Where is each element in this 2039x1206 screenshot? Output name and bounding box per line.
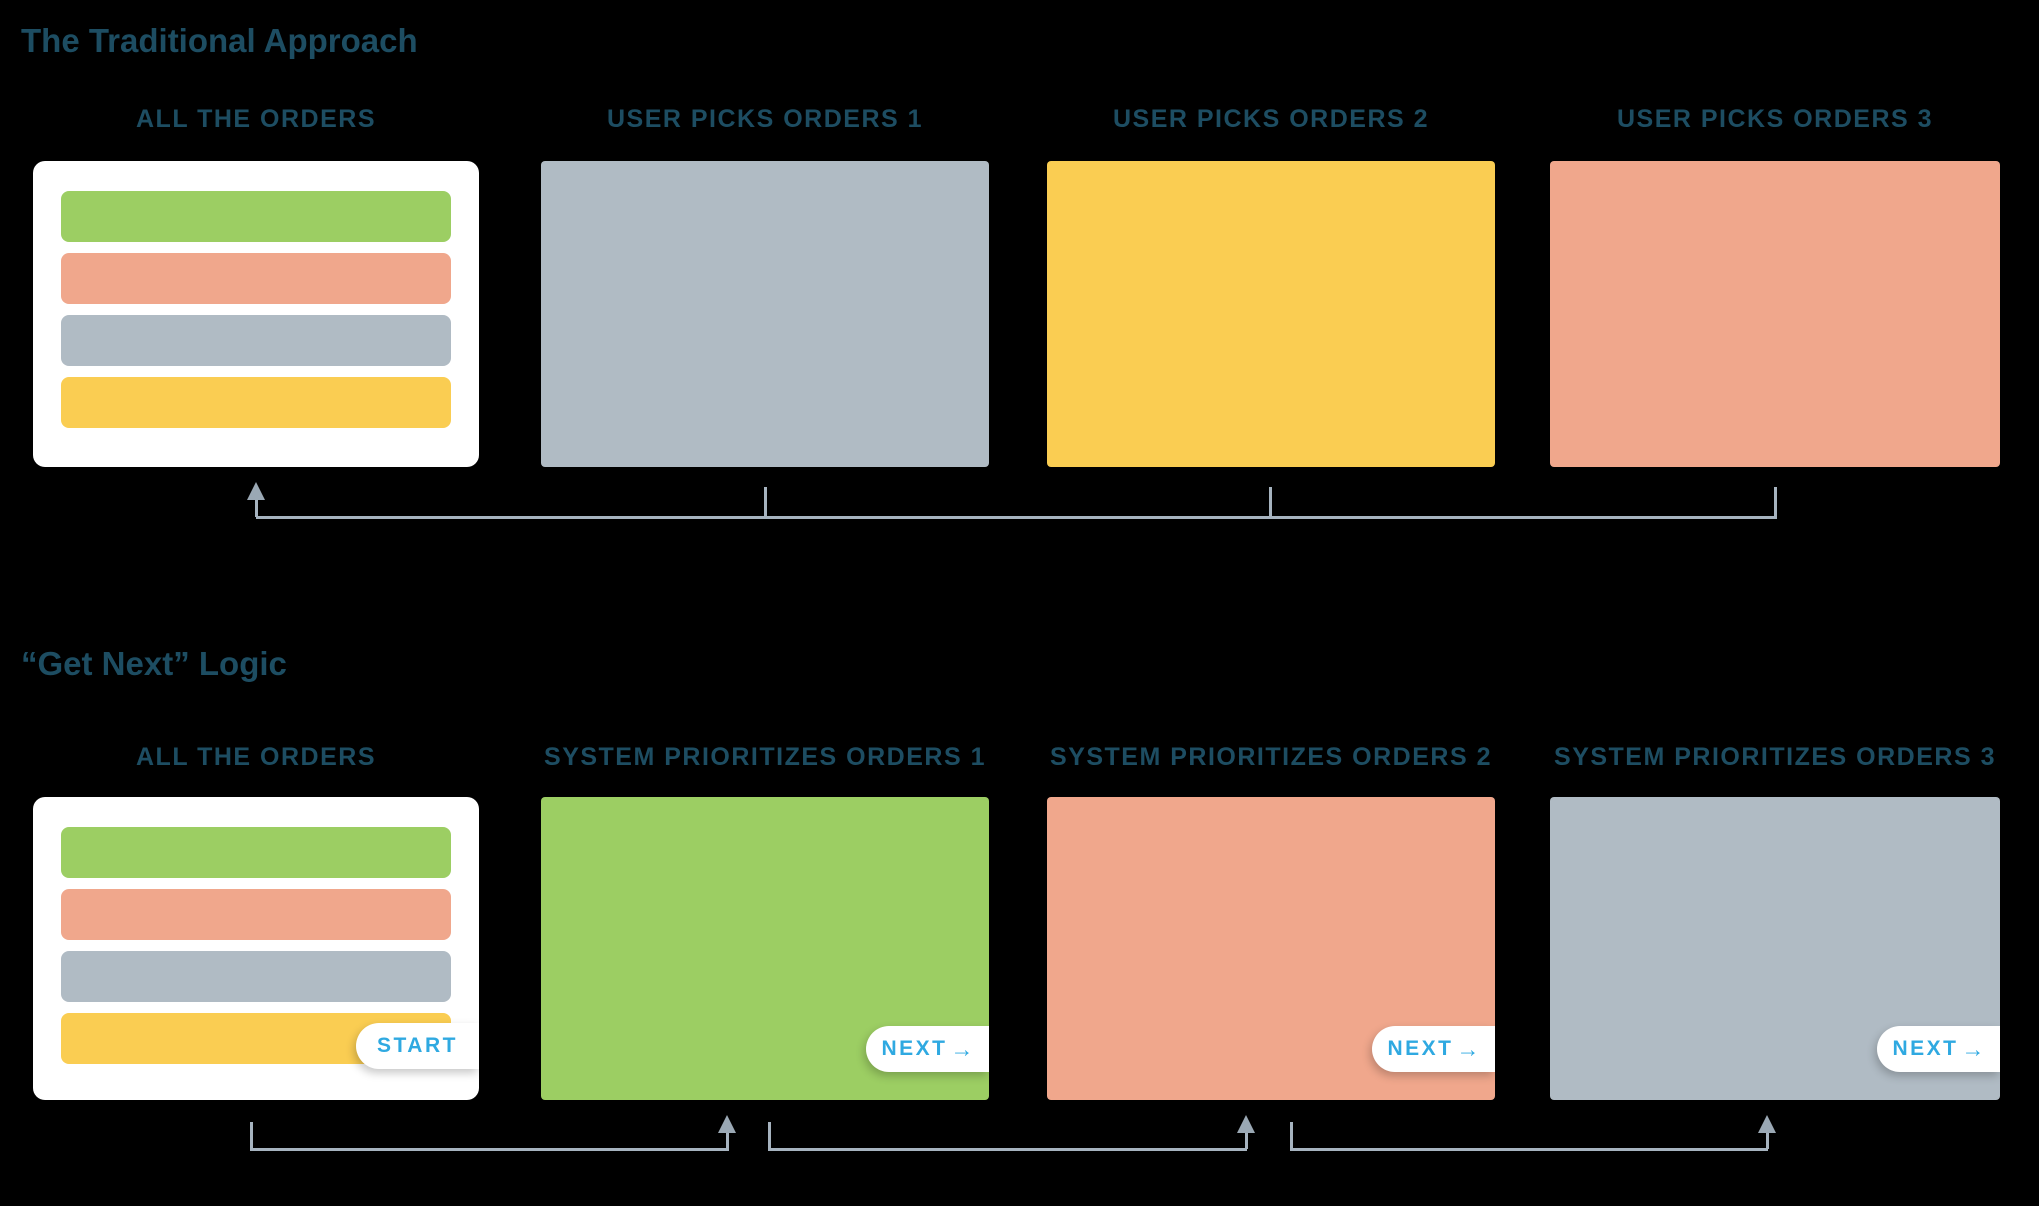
return-arrow-shaft — [255, 498, 258, 517]
system-prioritizes-orders-2-box: NEXT → — [1047, 797, 1495, 1100]
next-connector-2-line — [768, 1148, 1247, 1151]
next-connector-2-shaft — [1245, 1132, 1248, 1149]
order-bar-salmon — [61, 253, 451, 304]
start-button-label: START — [377, 1034, 458, 1057]
column-label-system-prioritizes-1: SYSTEM PRIORITIZES ORDERS 1 — [544, 743, 986, 771]
next-button-label: NEXT — [1892, 1037, 1959, 1060]
next-connector-1-line — [250, 1148, 729, 1151]
column-label-user-picks-orders-1: USER PICKS ORDERS 1 — [606, 105, 924, 133]
user-picks-orders-3-box — [1550, 161, 2000, 467]
connector-tick-orders-1 — [764, 487, 767, 517]
next-connector-3-shaft — [1766, 1132, 1769, 1149]
all-orders-card-getnext: START — [33, 797, 479, 1100]
next-button-label: NEXT — [1387, 1037, 1454, 1060]
arrow-up-icon — [718, 1115, 736, 1133]
column-label-system-prioritizes-3: SYSTEM PRIORITIZES ORDERS 3 — [1554, 743, 1996, 771]
column-label-user-picks-orders-2: USER PICKS ORDERS 2 — [1112, 105, 1430, 133]
next-connector-2-start — [768, 1122, 771, 1151]
order-bar-yellow — [61, 377, 451, 428]
get-next-logic-title: “Get Next” Logic — [21, 645, 287, 682]
column-label-all-the-orders: ALL THE ORDERS — [136, 105, 376, 133]
arrow-up-icon — [1237, 1115, 1255, 1133]
arrow-right-icon: → — [1456, 1035, 1480, 1062]
next-button-3[interactable]: NEXT → — [1877, 1026, 2000, 1072]
user-picks-orders-1-box — [541, 161, 989, 467]
next-connector-1-shaft — [726, 1132, 729, 1149]
arrow-right-icon: → — [950, 1035, 974, 1062]
all-orders-card-traditional — [33, 161, 479, 467]
next-button-2[interactable]: NEXT → — [1372, 1026, 1495, 1072]
next-button-label: NEXT — [881, 1037, 948, 1060]
order-bar-gray — [61, 315, 451, 366]
order-bar-green — [61, 191, 451, 242]
next-connector-3-start — [1290, 1122, 1293, 1151]
column-label-user-picks-orders-3: USER PICKS ORDERS 3 — [1616, 105, 1934, 133]
next-connector-1-start — [250, 1122, 253, 1151]
system-prioritizes-orders-3-box: NEXT → — [1550, 797, 2000, 1100]
column-label-all-the-orders-2: ALL THE ORDERS — [136, 743, 376, 771]
next-connector-3-line — [1290, 1148, 1768, 1151]
order-bar-gray — [61, 951, 451, 1002]
column-label-system-prioritizes-2: SYSTEM PRIORITIZES ORDERS 2 — [1050, 743, 1492, 771]
connector-tick-orders-3 — [1774, 487, 1777, 519]
traditional-approach-title: The Traditional Approach — [21, 22, 418, 59]
start-button[interactable]: START — [356, 1023, 479, 1069]
arrow-right-icon: → — [1961, 1035, 1985, 1062]
next-button-1[interactable]: NEXT → — [866, 1026, 989, 1072]
system-prioritizes-orders-1-box: NEXT → — [541, 797, 989, 1100]
arrow-up-icon — [1758, 1115, 1776, 1133]
arrow-up-icon — [247, 482, 265, 500]
order-bar-salmon — [61, 889, 451, 940]
connector-tick-orders-2 — [1269, 487, 1272, 517]
return-connector-line — [256, 516, 1777, 519]
order-bar-green — [61, 827, 451, 878]
user-picks-orders-2-box — [1047, 161, 1495, 467]
